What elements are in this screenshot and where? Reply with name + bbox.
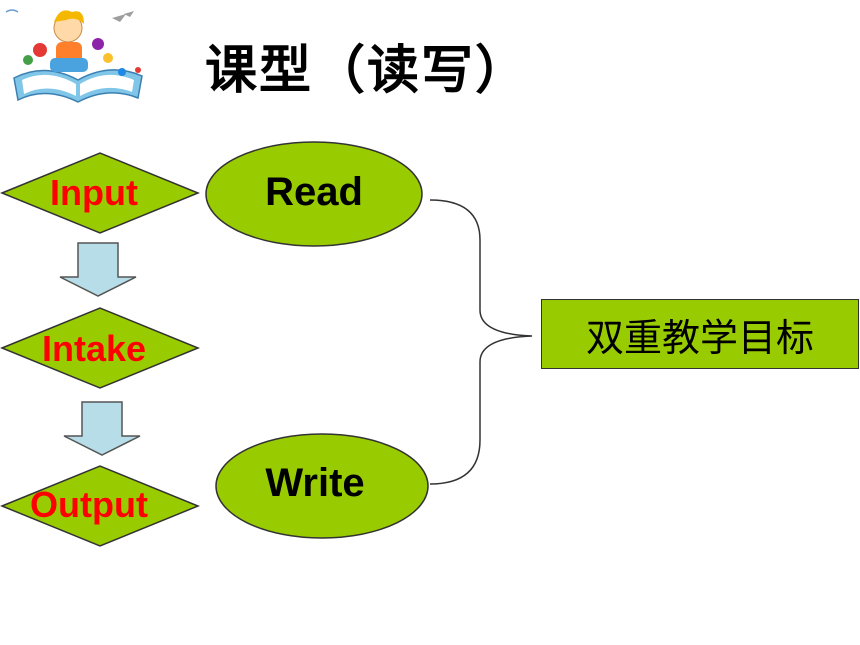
slide-title: 课型（读写）	[205, 41, 530, 101]
goal-box: 双重教学目标	[541, 299, 859, 369]
read-label: Read	[265, 170, 363, 214]
intake-label: Intake	[41, 328, 147, 369]
intake-diamond	[0, 307, 200, 389]
child-reading-book-icon	[5, 9, 143, 103]
arrow-down-icon	[63, 401, 141, 456]
write-ellipse	[215, 433, 429, 539]
goal-label: 双重教学目标	[585, 315, 814, 360]
output-label: Output	[30, 484, 148, 525]
right-brace	[429, 199, 533, 485]
write-label: Write	[265, 461, 365, 505]
input-label: Input	[50, 172, 138, 213]
input-diamond	[0, 152, 200, 234]
arrow-down-icon	[59, 242, 137, 297]
output-diamond	[0, 465, 200, 547]
read-ellipse	[205, 141, 423, 247]
